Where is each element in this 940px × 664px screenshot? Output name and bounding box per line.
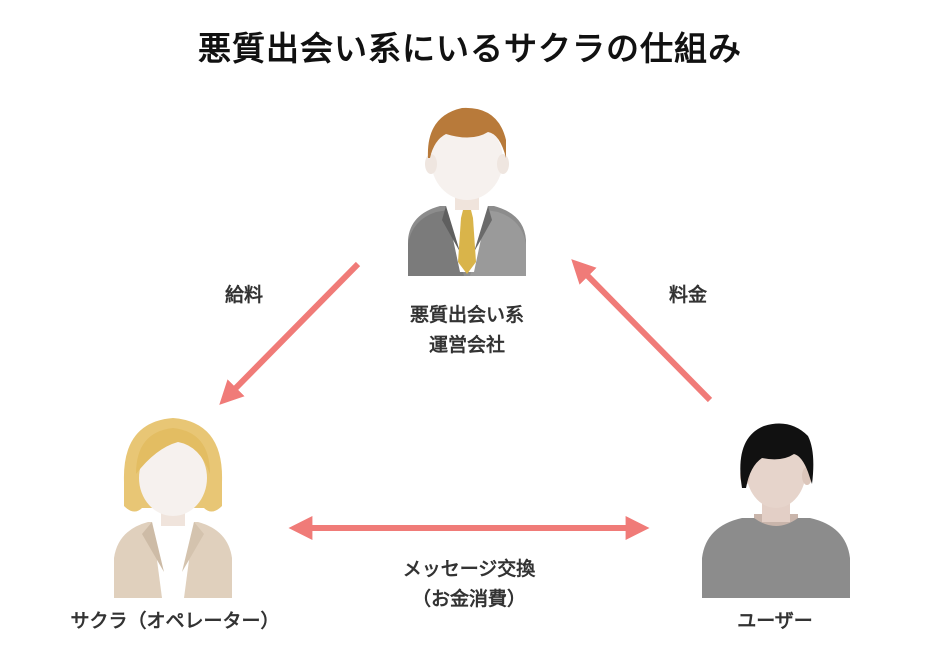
exchange-label-line1: メッセージ交換 (402, 558, 536, 580)
company-label-line1: 悪質出会い系 (409, 304, 524, 326)
fee-label: 料金 (668, 284, 707, 306)
exchange-label: メッセージ交換 （お金消費） (364, 554, 574, 614)
company-label: 悪質出会い系 運営会社 (392, 300, 542, 360)
sakura-label: サクラ（オペレーター） (70, 610, 280, 632)
salary-arrow (219, 261, 361, 405)
company-person-icon (408, 107, 526, 276)
salary-label: 給料 (224, 284, 263, 306)
fee-arrow (571, 259, 713, 403)
exchange-label-line2: （お金消費） (411, 588, 526, 610)
user-label: ユーザー (737, 610, 813, 632)
company-label-line2: 運営会社 (428, 334, 505, 356)
diagram-title: 悪質出会い系にいるサクラの仕組み (198, 29, 742, 68)
user-person-icon (702, 423, 850, 598)
sakura-person-icon (114, 418, 232, 598)
